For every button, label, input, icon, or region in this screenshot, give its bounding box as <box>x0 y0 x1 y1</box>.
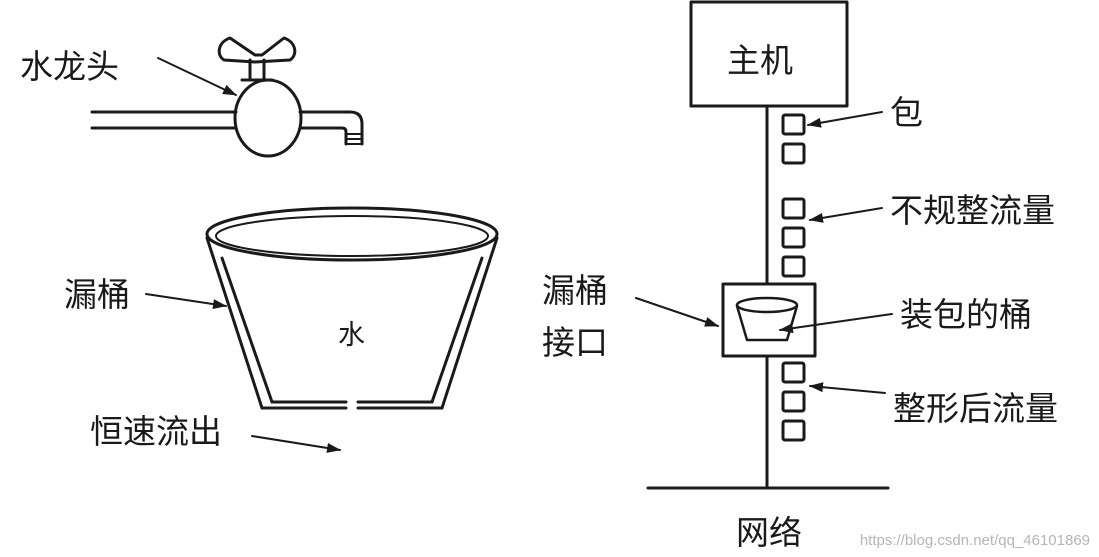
packet <box>781 361 806 384</box>
faucet-inlet-pipe <box>90 110 238 130</box>
packet <box>781 419 806 442</box>
faucet-arrow <box>157 57 237 96</box>
faucet <box>90 36 364 158</box>
shaped-flow-label: 整形后流量 <box>893 389 1058 428</box>
irregular-flow-arrow <box>809 207 883 223</box>
packet <box>781 255 806 278</box>
outflow-arrow <box>251 435 341 453</box>
bucket <box>205 206 499 410</box>
faucet-nozzle <box>345 133 363 145</box>
bucket-left-wall <box>205 236 274 410</box>
packet-arrow <box>807 111 883 128</box>
irregular-flow-label: 不规整流量 <box>890 191 1055 230</box>
bucket-arrow <box>145 293 227 310</box>
interface-label-line1: 漏桶 <box>542 271 608 310</box>
packet-bucket-arrow <box>779 313 893 334</box>
host-box <box>689 0 849 108</box>
faucet-spout <box>298 110 364 146</box>
packet <box>781 113 806 136</box>
interface-arrow <box>635 297 719 327</box>
shaped-packets <box>781 361 806 442</box>
watermark: https://blog.csdn.net/qq_46101869 <box>860 532 1090 549</box>
faucet-handle <box>217 36 297 64</box>
host-label: 主机 <box>727 41 793 80</box>
packet <box>781 390 806 413</box>
bucket-rim-outer <box>205 206 499 262</box>
faucet-body <box>233 78 303 158</box>
packet-label: 包 <box>890 93 923 132</box>
bucket-right-wall <box>430 236 499 410</box>
packet-bucket-label: 装包的桶 <box>900 295 1032 334</box>
bucket-rim-inner <box>215 215 489 257</box>
packet-bucket-icon <box>735 296 799 342</box>
faucet-label: 水龙头 <box>20 47 119 86</box>
shaped-flow-arrow <box>809 382 886 394</box>
packet <box>781 197 806 220</box>
water-label: 水 <box>338 320 365 351</box>
bucket-bottom <box>260 400 444 410</box>
packet <box>781 142 806 165</box>
packet <box>781 226 806 249</box>
constant-outflow-label: 恒速流出 <box>90 412 222 451</box>
network-label: 网络 <box>736 513 802 552</box>
bucket-label: 漏桶 <box>64 275 130 314</box>
bucket-interface-box <box>721 282 817 358</box>
interface-label-line2: 接口 <box>542 323 608 362</box>
irregular-packets <box>781 113 806 278</box>
